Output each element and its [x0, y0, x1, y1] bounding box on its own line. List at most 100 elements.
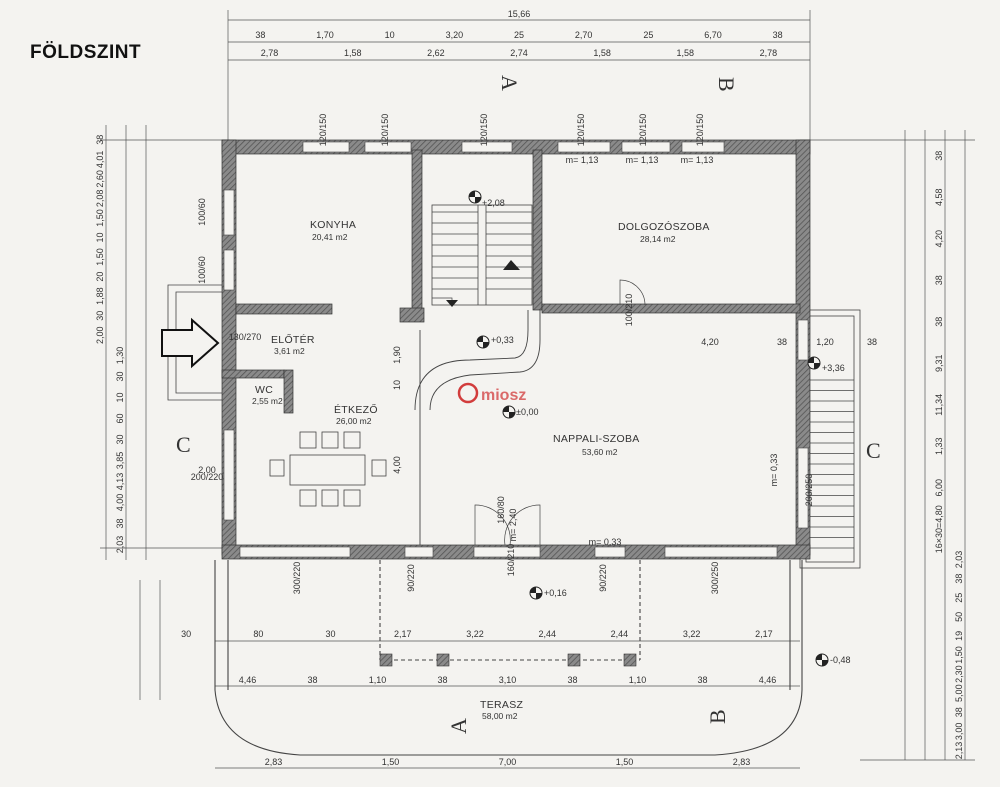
- window-label: 100/60: [197, 256, 207, 284]
- window-label: 120/150: [695, 114, 705, 147]
- top-dimension: 2,70: [575, 30, 593, 40]
- door-label: 300/220: [292, 562, 302, 595]
- room-area: 53,60 m2: [582, 447, 618, 457]
- door-label: 300/250: [710, 562, 720, 595]
- right-dimension: 38: [934, 151, 944, 161]
- right-dimension: 16×30=4,80: [934, 505, 944, 553]
- section-label: A: [497, 75, 522, 91]
- bottom-dimension: 2,83: [265, 757, 283, 767]
- interior-stair-steps: [432, 211, 532, 290]
- right-dimension: 1,33: [934, 437, 944, 455]
- measurement-label: 38: [867, 337, 877, 347]
- top-dimension: 1,58: [677, 48, 695, 58]
- page-title: FÖLDSZINT: [30, 42, 142, 63]
- measurement-label: 1,20: [816, 337, 834, 347]
- left-dimension: 3,85: [115, 452, 125, 470]
- dining-table: [269, 431, 387, 507]
- door-label: 90/220: [598, 564, 608, 592]
- door-label: 90/220: [406, 564, 416, 592]
- room-name: ELŐTÉR: [271, 332, 315, 346]
- top-dimension: 1,58: [593, 48, 611, 58]
- curved-hallway: [414, 310, 541, 545]
- measurement-label: m= 0,33: [589, 537, 622, 547]
- top-dimension: 1,58: [344, 48, 362, 58]
- terrace-outline: [214, 560, 803, 756]
- room-name: WC: [255, 384, 273, 396]
- stair-arrow-up: [503, 260, 520, 270]
- terrace-dimension: 4,46: [759, 675, 777, 685]
- room-name: NAPPALI-SZOBA: [553, 433, 640, 445]
- top-dimension: 6,70: [704, 30, 722, 40]
- room-name: KONYHA: [310, 219, 356, 231]
- room-area: 26,00 m2: [336, 416, 372, 426]
- top-dimension: 10: [385, 30, 395, 40]
- section-label: C: [866, 438, 881, 463]
- terrace-dimension: 1,10: [369, 675, 387, 685]
- terrace-dimension: 3,22: [683, 629, 701, 639]
- door-label: 200/220: [191, 472, 224, 482]
- top-dimension: 1,70: [316, 30, 334, 40]
- right-dimension: 9,31: [934, 354, 944, 372]
- measurement-label: 1,90: [392, 346, 402, 364]
- left-dimension: 30: [115, 434, 125, 444]
- dimension-lines: [100, 10, 975, 769]
- right-dimension: 1,50: [954, 646, 964, 664]
- left-dimension: 60: [115, 413, 125, 423]
- section-markers: A B C C A B: [176, 75, 881, 734]
- left-dimension: 4,01: [95, 151, 105, 169]
- top-dimension: 38: [255, 30, 265, 40]
- left-dimension: 30: [115, 371, 125, 381]
- window-label: 120/150: [380, 114, 390, 147]
- right-dimension: 11,34: [934, 394, 944, 416]
- watermark-text: miosz: [481, 387, 526, 404]
- top-dimension: 25: [643, 30, 653, 40]
- section-label: A: [446, 718, 471, 734]
- level-label: +3,36: [822, 363, 845, 373]
- terrace-dimension: 2,44: [538, 629, 556, 639]
- right-dimension: 38: [954, 574, 964, 584]
- stair-arrow-down: [446, 300, 458, 307]
- watermark-icon: [457, 382, 479, 404]
- top-dimension: 2,78: [261, 48, 279, 58]
- left-dimension: 1,50: [95, 248, 105, 266]
- top-dimension: 2,62: [427, 48, 445, 58]
- watermark-logo: miosz: [457, 382, 526, 404]
- top-dimension: 25: [514, 30, 524, 40]
- section-label: C: [176, 432, 191, 457]
- wall-openings: [223, 141, 809, 558]
- right-dimension: 19: [954, 631, 964, 641]
- right-dimension: 5,00: [954, 684, 964, 702]
- terrace-dimension: 2,44: [611, 629, 629, 639]
- right-dimension: 38: [934, 275, 944, 285]
- room-area: 28,14 m2: [640, 234, 676, 244]
- right-dimension: 2,30: [954, 665, 964, 683]
- measurement-label: 38: [777, 337, 787, 347]
- terrace-dimension: 1,10: [629, 675, 647, 685]
- door-label: 130/270: [229, 332, 262, 342]
- right-dimension: 4,58: [934, 188, 944, 206]
- terrace-dimension: 38: [307, 675, 317, 685]
- left-dimension: 10: [95, 232, 105, 242]
- left-dimension: 10: [115, 392, 125, 402]
- measurement-label: 2,00: [198, 465, 216, 475]
- terrace-dimension: 2,17: [755, 629, 773, 639]
- right-dimension: 3,00: [954, 723, 964, 741]
- level-label: +0,33: [491, 335, 514, 345]
- room-area: 58,00 m2: [482, 711, 518, 721]
- terrace-dimension: 3,22: [466, 629, 484, 639]
- bottom-dimension: 1,50: [382, 757, 400, 767]
- measurement-label: 4,00: [392, 456, 402, 474]
- level-markers: [468, 190, 829, 667]
- window-label: 120/150: [479, 114, 489, 147]
- bottom-dimension: 2,83: [733, 757, 751, 767]
- right-dimension: 6,00: [934, 479, 944, 497]
- room-name: DOLGOZÓSZOBA: [618, 220, 710, 233]
- left-dimension: 2,00: [95, 326, 105, 344]
- level-label: +0,16: [544, 588, 567, 598]
- terrace-dimension: 4,46: [239, 675, 257, 685]
- measurement-label: m= 1,13: [626, 155, 659, 165]
- measurement-label: m= 2,40: [508, 509, 518, 542]
- left-dimension: 1,30: [115, 347, 125, 365]
